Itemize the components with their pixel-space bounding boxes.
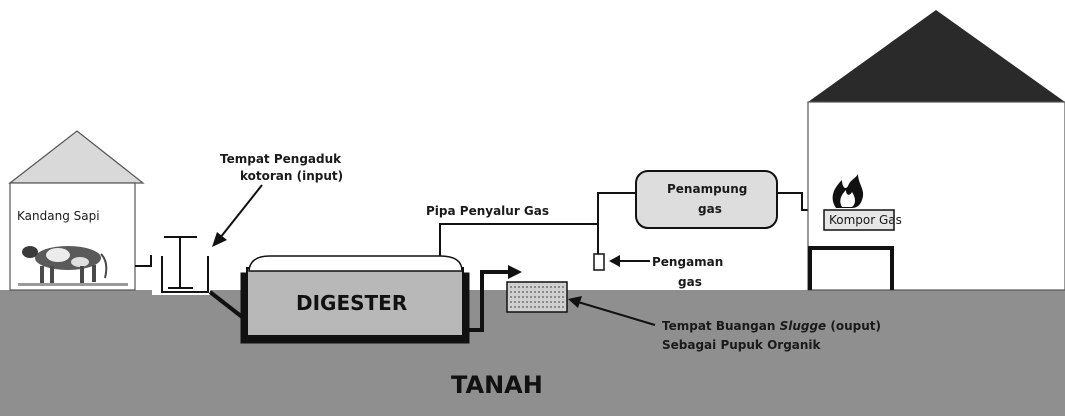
mixer-label-line1: Tempat Pengaduk [220, 152, 342, 166]
safety-label-line2: gas [678, 275, 702, 289]
house-roof [808, 10, 1065, 102]
sludge-label-italic: Slugge [780, 319, 827, 333]
cow-icon [18, 246, 128, 286]
sludge-pit [506, 281, 568, 313]
safety-valve [593, 253, 605, 271]
sludge-label-line1: Tempat Buangan Slugge (ouput) [662, 319, 881, 333]
sludge-arrow [568, 296, 656, 326]
gas-holder-label-line1: Penampung [667, 182, 747, 196]
sludge-label-prefix: Tempat Buangan [662, 319, 780, 333]
safety-arrow [609, 255, 650, 267]
stove-label: Kompor Gas [829, 213, 902, 227]
barn-label: Kandang Sapi [17, 209, 100, 223]
digester-label: DIGESTER [296, 291, 407, 315]
mixer-label-line2: kotoran (input) [240, 169, 343, 183]
stove [823, 209, 895, 231]
mixer-tank [152, 236, 210, 295]
ground-label: TANAH [451, 371, 543, 399]
outlet-arrow [508, 265, 522, 279]
sludge-label-line2: Sebagai Pupuk Organik [662, 338, 822, 352]
digester [240, 255, 470, 344]
barn-wall [9, 182, 136, 291]
flame-icon [832, 174, 864, 208]
gas-pipe-label: Pipa Penyalur Gas [426, 204, 549, 218]
outlet-pipe [468, 270, 510, 332]
mixer-arrow [212, 184, 263, 247]
sludge-label-suffix: (ouput) [826, 319, 881, 333]
gas-pipe [439, 192, 636, 256]
barn-roof [8, 130, 145, 184]
gas-holder [635, 170, 778, 229]
mixer-digester-pipe [208, 290, 248, 322]
barn [8, 130, 145, 291]
gas-holder-label-line2: gas [698, 202, 722, 216]
safety-label-line1: Pengaman [652, 255, 723, 269]
stove-table [808, 246, 894, 290]
